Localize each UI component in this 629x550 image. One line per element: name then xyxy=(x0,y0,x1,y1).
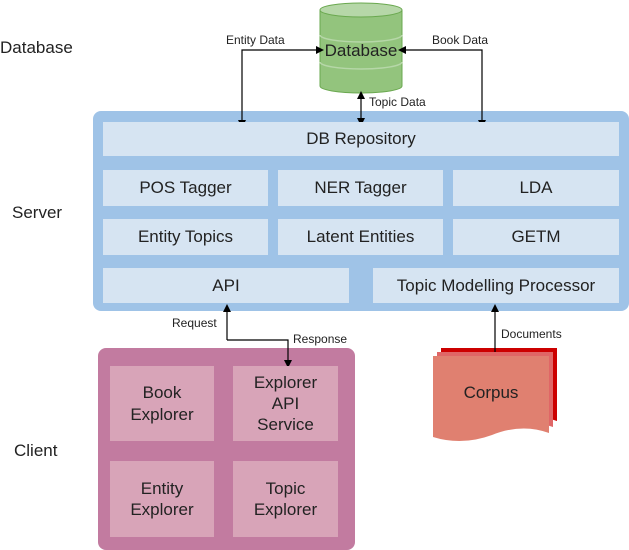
topic-explorer-label: Topic Explorer xyxy=(253,478,318,519)
lda-box: LDA xyxy=(453,170,619,206)
topic-data-label: Topic Data xyxy=(369,95,426,109)
arrow-book-data xyxy=(398,46,486,128)
topic-explorer-box: Topic Explorer xyxy=(233,461,338,537)
entity-explorer-label: Entity Explorer xyxy=(130,478,194,519)
entity-explorer-box: Entity Explorer xyxy=(110,461,214,537)
arrow-response xyxy=(227,339,292,368)
explorer-api-service-label: Explorer API Service xyxy=(253,372,318,435)
latent-entities-box: Latent Entities xyxy=(278,219,443,255)
entity-topics-box: Entity Topics xyxy=(103,219,268,255)
book-explorer-label: Book Explorer xyxy=(130,383,194,424)
corpus-documents xyxy=(433,348,557,442)
book-data-label: Book Data xyxy=(432,33,489,47)
api-box: API xyxy=(103,268,349,303)
entity-data-label: Entity Data xyxy=(226,33,285,47)
request-label: Request xyxy=(172,316,217,330)
corpus-label: Corpus xyxy=(463,383,519,403)
ner-tagger-box: NER Tagger xyxy=(278,170,443,206)
tier-label-database: Database xyxy=(0,38,73,57)
explorer-api-service-box: Explorer API Service xyxy=(233,366,338,441)
book-explorer-box: Book Explorer xyxy=(110,366,214,441)
database-label: Database xyxy=(324,41,398,61)
tier-label-client: Client xyxy=(14,441,58,460)
documents-label: Documents xyxy=(501,327,562,341)
tier-label-server: Server xyxy=(12,203,63,222)
pos-tagger-box: POS Tagger xyxy=(103,170,268,206)
getm-box: GETM xyxy=(453,219,619,255)
topic-modelling-processor-box: Topic Modelling Processor xyxy=(373,268,619,303)
arrow-entity-data xyxy=(238,46,324,128)
db-repository-box: DB Repository xyxy=(103,122,619,156)
response-label: Response xyxy=(293,332,348,346)
